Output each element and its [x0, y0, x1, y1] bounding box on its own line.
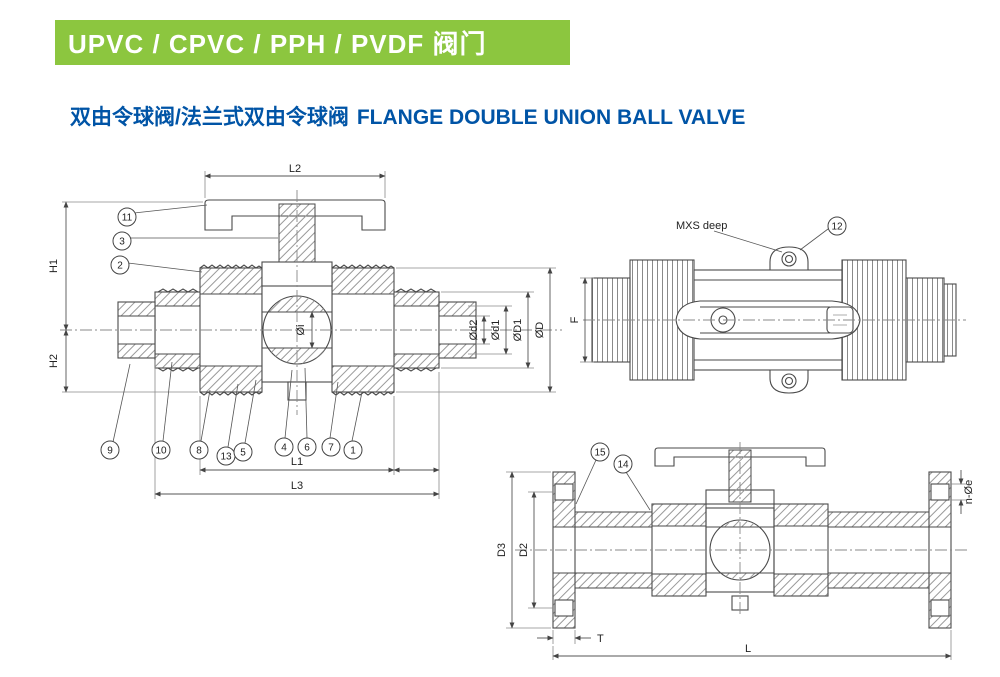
dim-label-l3: L3: [291, 480, 303, 492]
svg-text:6: 6: [304, 443, 310, 454]
callout-15: 15: [575, 442, 610, 505]
front-dimensions: L2 H1 H2 L1 L3 Øi: [48, 163, 556, 499]
left-pipe-wall: [574, 511, 653, 528]
dim-label-od2: Ød2: [468, 320, 480, 341]
dim-label-t: T: [597, 633, 604, 645]
callout-12: 12: [799, 216, 847, 251]
svg-text:1: 1: [350, 446, 356, 457]
dim-label-l2: L2: [289, 163, 301, 175]
mxs-deep-label: MXS deep: [676, 220, 727, 232]
flange-centerlines: [515, 442, 968, 615]
callout-14: 14: [613, 454, 651, 511]
front-view: L2 H1 H2 L1 L3 Øi: [48, 163, 562, 499]
svg-text:15: 15: [594, 448, 606, 459]
flange-valve-body: [552, 447, 952, 629]
svg-text:5: 5: [240, 448, 246, 459]
svg-text:14: 14: [617, 460, 629, 471]
bottom-ear: [769, 369, 809, 394]
callout-7: 7: [321, 381, 341, 457]
dim-label-oD: ØD: [534, 322, 546, 339]
header-banner: UPVC / CPVC / PPH / PVDF 阀门: [55, 20, 570, 65]
svg-text:11: 11: [122, 213, 133, 224]
svg-text:9: 9: [107, 446, 113, 457]
side-annotations: MXS deep 12: [676, 216, 847, 253]
flange-dimensions: D3 D2 T L: [496, 470, 975, 660]
callout-3: 3: [112, 231, 278, 251]
dim-label-oi: Øi: [295, 325, 307, 336]
right-flange-bolt-hole-top: [930, 483, 950, 501]
dim-label-l1: L1: [291, 456, 303, 468]
callout-11: 11: [117, 204, 208, 227]
thread-lines: [157, 288, 199, 293]
callout-1: 1: [343, 391, 363, 460]
left-flange-bolt-hole-bottom: [554, 599, 574, 617]
dim-label-f: F: [569, 316, 581, 323]
subtitle-chinese: 双由令球阀/法兰式双由令球阀: [70, 106, 349, 129]
front-callouts: 11 3 2 9 10 8 13 5 4 6 7 1: [100, 204, 363, 466]
callout-10: 10: [151, 361, 173, 460]
dim-label-noe: n-Øe: [963, 480, 975, 504]
subtitle: 双由令球阀/法兰式双由令球阀 FLANGE DOUBLE UNION BALL V…: [70, 101, 745, 131]
svg-text:13: 13: [220, 452, 232, 463]
dim-label-d3: D3: [496, 543, 508, 557]
svg-text:10: 10: [155, 446, 167, 457]
svg-text:7: 7: [328, 443, 334, 454]
flange-view: D3 D2 T L: [496, 442, 975, 660]
right-pipe-wall: [827, 511, 930, 528]
side-dimensions: F: [569, 277, 594, 363]
svg-text:12: 12: [831, 222, 843, 233]
flange-callouts: 15 14: [575, 442, 651, 511]
dim-label-l: L: [745, 643, 751, 655]
svg-text:4: 4: [281, 443, 287, 454]
subtitle-english: FLANGE DOUBLE UNION BALL VALVE: [356, 106, 746, 129]
page-title: UPVC / CPVC / PPH / PVDF 阀门: [68, 29, 487, 59]
top-ear: [769, 246, 809, 271]
dim-label-h2: H2: [48, 354, 60, 368]
dim-label-h1: H1: [48, 259, 60, 273]
callout-9: 9: [100, 363, 131, 460]
svg-text:2: 2: [117, 261, 123, 272]
callout-8: 8: [189, 389, 211, 460]
callout-13: 13: [216, 383, 239, 466]
callout-5: 5: [233, 379, 257, 462]
dim-label-d2: D2: [518, 543, 530, 557]
right-flange-bolt-hole-bottom: [930, 599, 950, 617]
callout-2: 2: [110, 255, 203, 275]
left-flange-bolt-hole-top: [554, 483, 574, 501]
dim-label-od1: Ød1: [490, 320, 502, 341]
side-view: F MXS deep 12: [569, 216, 966, 394]
svg-text:8: 8: [196, 446, 202, 457]
dim-label-oD1: ØD1: [512, 319, 524, 342]
svg-text:3: 3: [119, 237, 125, 248]
callout-6: 6: [297, 367, 317, 457]
callout-4: 4: [274, 369, 294, 457]
